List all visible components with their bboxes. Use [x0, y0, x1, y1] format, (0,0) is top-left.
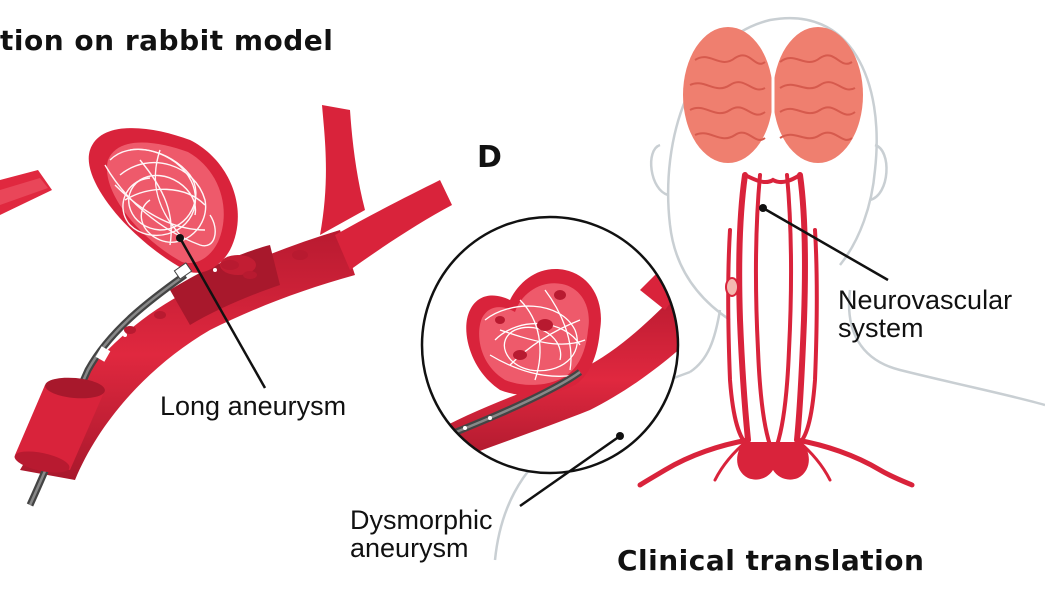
artery-branch-upper [320, 105, 365, 235]
neurovascular-label-line2: system [838, 313, 924, 343]
magnifier-circle [420, 215, 680, 508]
dysmorphic-leader [519, 434, 621, 508]
aortic-arch [737, 442, 809, 480]
catheter-sheath [15, 385, 105, 470]
neurovascular-leader [762, 206, 889, 282]
coil-mass [104, 148, 216, 247]
neck-aneurysm-marker [725, 277, 739, 297]
long-aneurysm-leader [178, 237, 267, 389]
long-aneurysm-label: Long aneurysm [160, 391, 347, 421]
blood-cells [124, 250, 308, 334]
rabbit-model-title: tion on rabbit model [0, 24, 334, 57]
artery-branch-right [335, 180, 452, 270]
dysmorphic-aneurysm-label: Dysmorphic aneurysm [350, 506, 493, 562]
panel-label-d: D [477, 140, 502, 175]
catheter-marker [95, 346, 111, 362]
neurovascular-label-line1: Neurovascular [838, 285, 1013, 315]
dysmorphic-label-line2: aneurysm [350, 533, 469, 563]
parent-artery [20, 230, 355, 480]
clinical-translation-title: Clinical translation [617, 544, 925, 577]
carotid-arteries [637, 172, 915, 488]
dysmorphic-label-line1: Dysmorphic [350, 505, 493, 535]
neurovascular-system-label: Neurovascular system [838, 286, 1012, 342]
rabbit-model-illustration [0, 105, 452, 507]
brain-icon [683, 27, 863, 163]
